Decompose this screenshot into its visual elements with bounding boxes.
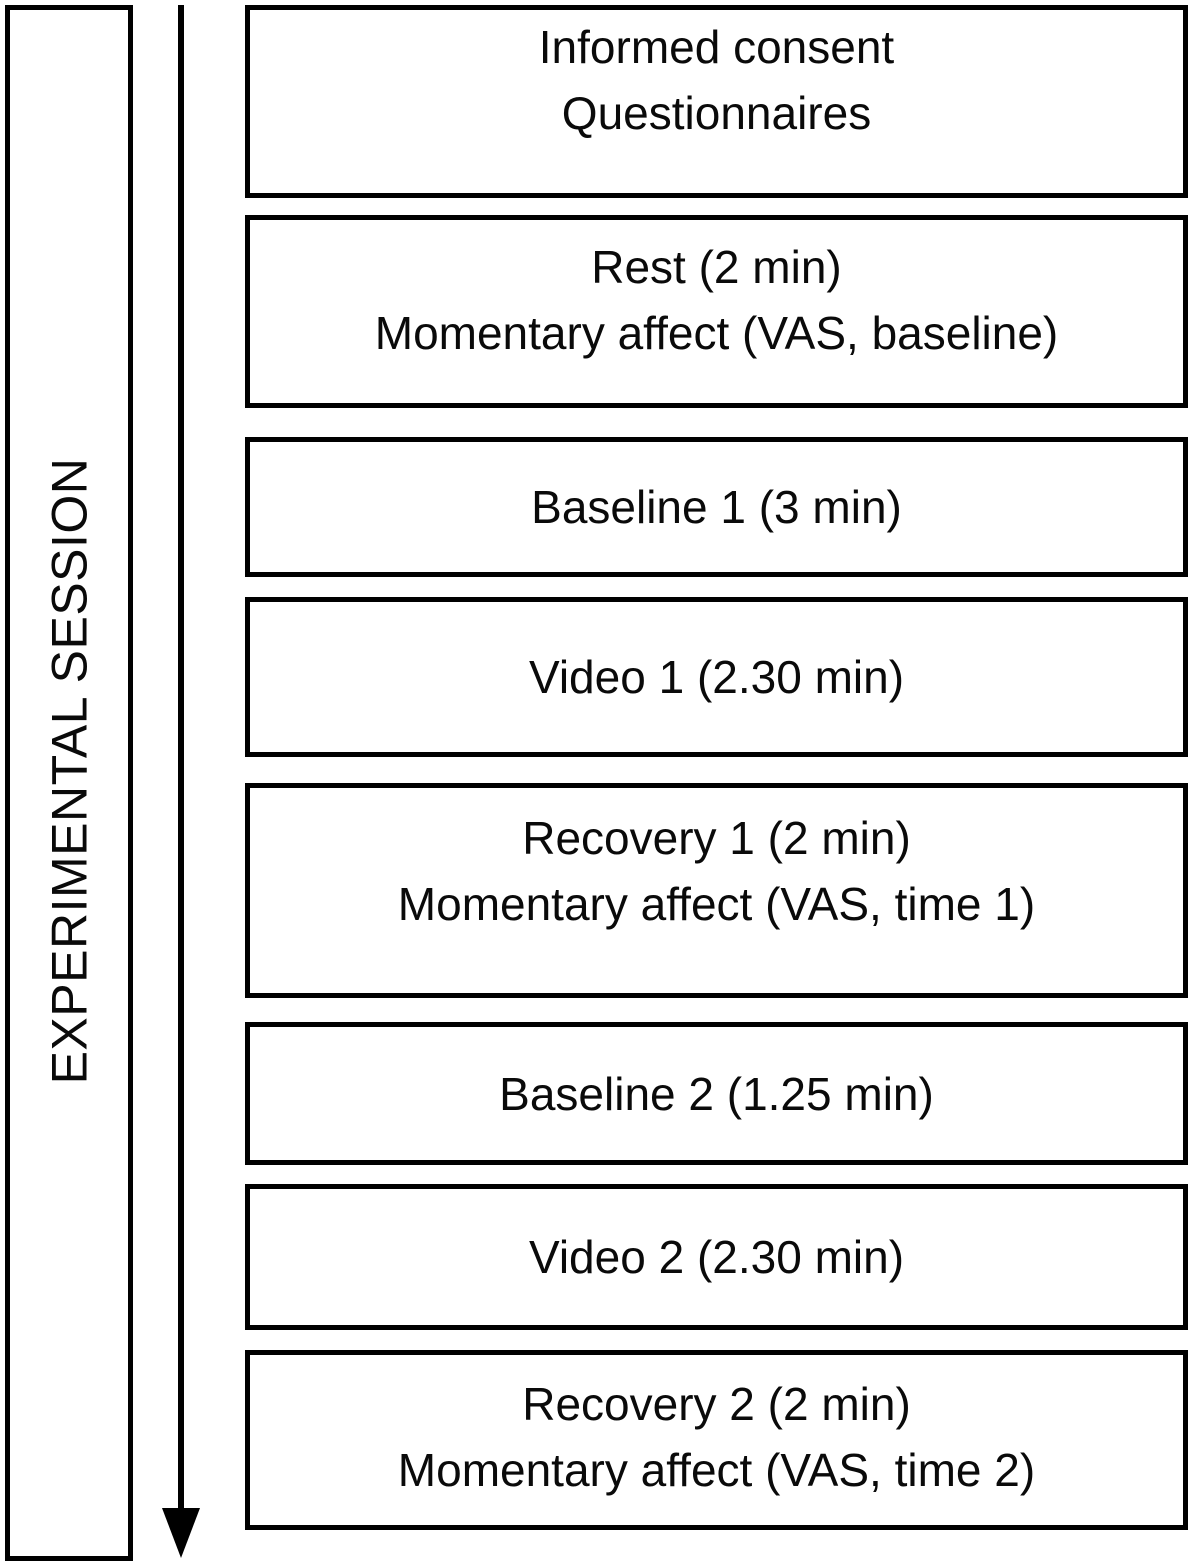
step-box-recovery-2: Recovery 2 (2 min) Momentary affect (VAS… <box>245 1350 1188 1530</box>
step-text: Recovery 2 (2 min) <box>522 1378 911 1430</box>
step-text: Momentary affect (VAS, baseline) <box>374 306 1059 359</box>
step-text: Video 2 (2.30 min) <box>528 1231 905 1283</box>
step-text: Baseline 2 (1.25 min) <box>499 1067 934 1120</box>
step-text: Video 1 (2.30 min) <box>528 651 905 703</box>
step-text: Momentary affect (VAS, time 2) <box>397 1444 1036 1496</box>
step-box-recovery-1: Recovery 1 (2 min) Momentary affect (VAS… <box>245 783 1188 998</box>
step-text: Baseline 1 (3 min) <box>531 481 902 533</box>
step-box-video-2: Video 2 (2.30 min) <box>245 1184 1188 1330</box>
step-text: Questionnaires <box>561 86 872 139</box>
step-text: Informed consent <box>538 20 895 73</box>
arrow-down-icon <box>162 1508 200 1558</box>
step-box-video-1: Video 1 (2.30 min) <box>245 597 1188 757</box>
step-text: Recovery 1 (2 min) <box>522 811 911 864</box>
step-box-rest: Rest (2 min) Momentary affect (VAS, base… <box>245 215 1188 408</box>
steps-column: Informed consent Questionnaires Rest (2 … <box>245 5 1188 1530</box>
step-text: Rest (2 min) <box>591 240 842 293</box>
session-label: EXPERIMENTAL SESSION <box>41 457 98 1085</box>
step-box-informed-consent: Informed consent Questionnaires <box>245 5 1188 198</box>
step-text: Momentary affect (VAS, time 1) <box>397 877 1036 930</box>
session-label-box: EXPERIMENTAL SESSION <box>5 5 133 1561</box>
step-box-baseline-2: Baseline 2 (1.25 min) <box>245 1022 1188 1165</box>
timeline-arrow-shaft <box>178 5 184 1510</box>
step-box-baseline-1: Baseline 1 (3 min) <box>245 437 1188 577</box>
